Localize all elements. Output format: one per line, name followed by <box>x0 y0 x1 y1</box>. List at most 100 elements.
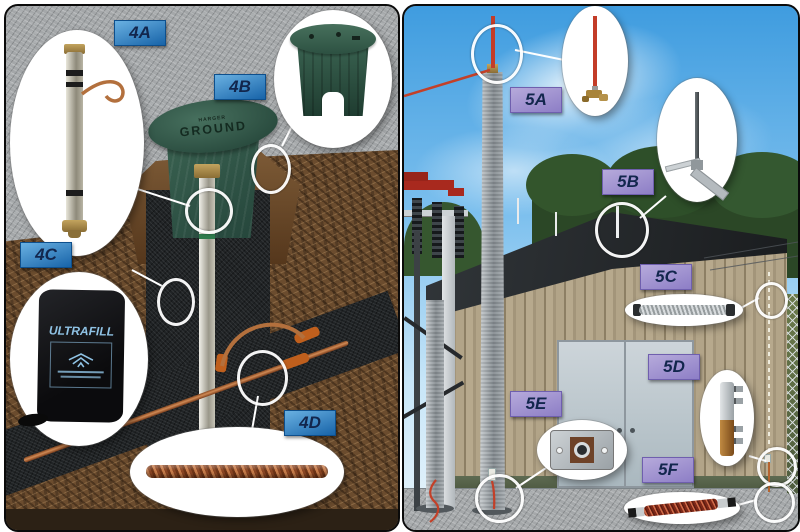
substation-red-beam-3 <box>448 188 464 196</box>
rod-top-clamp <box>194 164 220 178</box>
backfill-bag: ULTRAFILL <box>36 289 126 423</box>
substation-red-beam-2 <box>404 172 428 181</box>
transition-copper-section <box>720 420 734 456</box>
substation-red-beam-1 <box>404 180 454 190</box>
door-handle-right <box>630 428 635 433</box>
badge-4d: 4D <box>284 410 336 436</box>
air-terminal-rod <box>695 92 699 164</box>
ring-conductor <box>237 350 288 406</box>
access-well-notch <box>322 92 344 118</box>
ring-wall-conductor <box>755 282 788 319</box>
plate-hole-right <box>601 447 608 454</box>
badge-5c: 5C <box>640 264 692 290</box>
stranded-copper-cable <box>146 465 328 478</box>
clip-2 <box>734 398 743 404</box>
chem-rod-band-1 <box>66 70 83 76</box>
insulator-stack-2 <box>432 202 442 258</box>
tinned-cable-body <box>639 305 729 315</box>
ring-mast-base <box>475 474 524 523</box>
door-handle-left <box>617 428 622 433</box>
callout-ellipse-4b <box>274 10 392 148</box>
callout-ellipse-5a <box>562 6 628 116</box>
callout-ellipse-5d <box>700 370 754 466</box>
ring-pit-edge <box>251 144 291 194</box>
ring-rod-clamp <box>185 188 233 234</box>
concrete-apron <box>404 488 798 530</box>
rod-brass-base <box>586 90 602 98</box>
ridge-air-terminal-1 <box>517 198 519 224</box>
ridge-air-terminal-2 <box>555 212 557 236</box>
clip-3 <box>734 426 743 432</box>
callout-ellipse-5f <box>624 492 740 524</box>
badge-5a: 5A <box>510 87 562 113</box>
substation-white-post <box>442 216 455 510</box>
chem-rod-band-2 <box>66 82 83 87</box>
lid-hole-1 <box>309 34 314 39</box>
cable-end-left <box>633 304 641 316</box>
badge-5d: 5D <box>648 354 700 380</box>
bag-brand-text: ULTRAFILL <box>48 323 115 339</box>
ring-mast-tip <box>471 24 523 84</box>
lid-slot <box>352 36 360 40</box>
mount-joint-block <box>691 160 703 170</box>
callout-ellipse-4d <box>130 427 344 517</box>
bag-text-line-1 <box>57 370 104 374</box>
rod-brass-lug-1 <box>582 96 589 102</box>
transition-galvanized-section <box>720 382 734 420</box>
secondary-concrete-pole <box>426 300 444 508</box>
bag-text-line-2 <box>60 375 101 379</box>
chem-rod-top-cap <box>64 44 85 54</box>
insulator-stack-3 <box>454 206 464 258</box>
rod-base-collar <box>592 86 598 91</box>
clip-1 <box>734 386 743 392</box>
plate-center-ring <box>574 442 590 458</box>
ground-plate <box>550 430 614 470</box>
badge-4b: 4B <box>214 74 266 100</box>
callout-ellipse-5b <box>657 78 737 202</box>
ground-box-lid-text: GROUND <box>178 118 248 140</box>
chem-rod-body <box>66 52 83 224</box>
badge-4a: 4A <box>114 20 166 46</box>
panel-ground-rod-installation: HARGER GROUND <box>4 4 400 532</box>
bag-eagle-logo-icon <box>68 353 94 368</box>
substation-dark-pole <box>414 231 420 511</box>
ring-ridge-terminal <box>595 202 649 258</box>
clip-4 <box>734 438 743 444</box>
chem-rod-band-3 <box>66 190 83 196</box>
plate-center-block <box>570 437 594 463</box>
bonding-cable-assembly <box>627 495 737 520</box>
ring-ground-lead <box>754 482 795 523</box>
plate-hole-left <box>556 447 563 454</box>
callout-ellipse-4a <box>10 30 144 256</box>
rod-green-band <box>199 234 215 239</box>
mount-arm-right <box>689 167 730 201</box>
chem-rod-pigtail <box>80 80 125 103</box>
access-well-lid <box>290 24 376 54</box>
chain-link-fence <box>787 294 798 494</box>
insulator-stack-1 <box>412 198 422 254</box>
rod-brass-lug-2 <box>599 94 608 101</box>
bag-label-box <box>49 341 113 389</box>
chem-rod-foot <box>62 220 87 232</box>
door-split <box>624 342 626 486</box>
soil-bottom-band <box>6 509 398 530</box>
badge-4c: 4C <box>20 242 72 268</box>
callout-ellipse-5e <box>537 420 627 480</box>
callout-ellipse-5c <box>625 294 743 326</box>
bond-cap-right <box>727 497 737 508</box>
lid-hole-2 <box>336 32 341 37</box>
ring-backfill <box>157 278 195 326</box>
badge-5e: 5E <box>510 391 562 417</box>
ring-transition-fitting <box>757 447 797 487</box>
badge-5b: 5B <box>602 169 654 195</box>
cable-end-right <box>726 304 735 316</box>
callout-ellipse-4c: ULTRAFILL <box>10 272 148 446</box>
panel-lightning-protection: 5A 5B 5C 5D 5E 5F <box>402 4 800 532</box>
chem-rod-foot-tip <box>68 230 81 238</box>
lightning-rod-red <box>593 16 597 94</box>
buried-ground-rod <box>199 172 215 430</box>
down-conductor-dashed <box>768 268 770 460</box>
bond-cable-strands <box>643 498 719 517</box>
badge-5f: 5F <box>642 457 694 483</box>
